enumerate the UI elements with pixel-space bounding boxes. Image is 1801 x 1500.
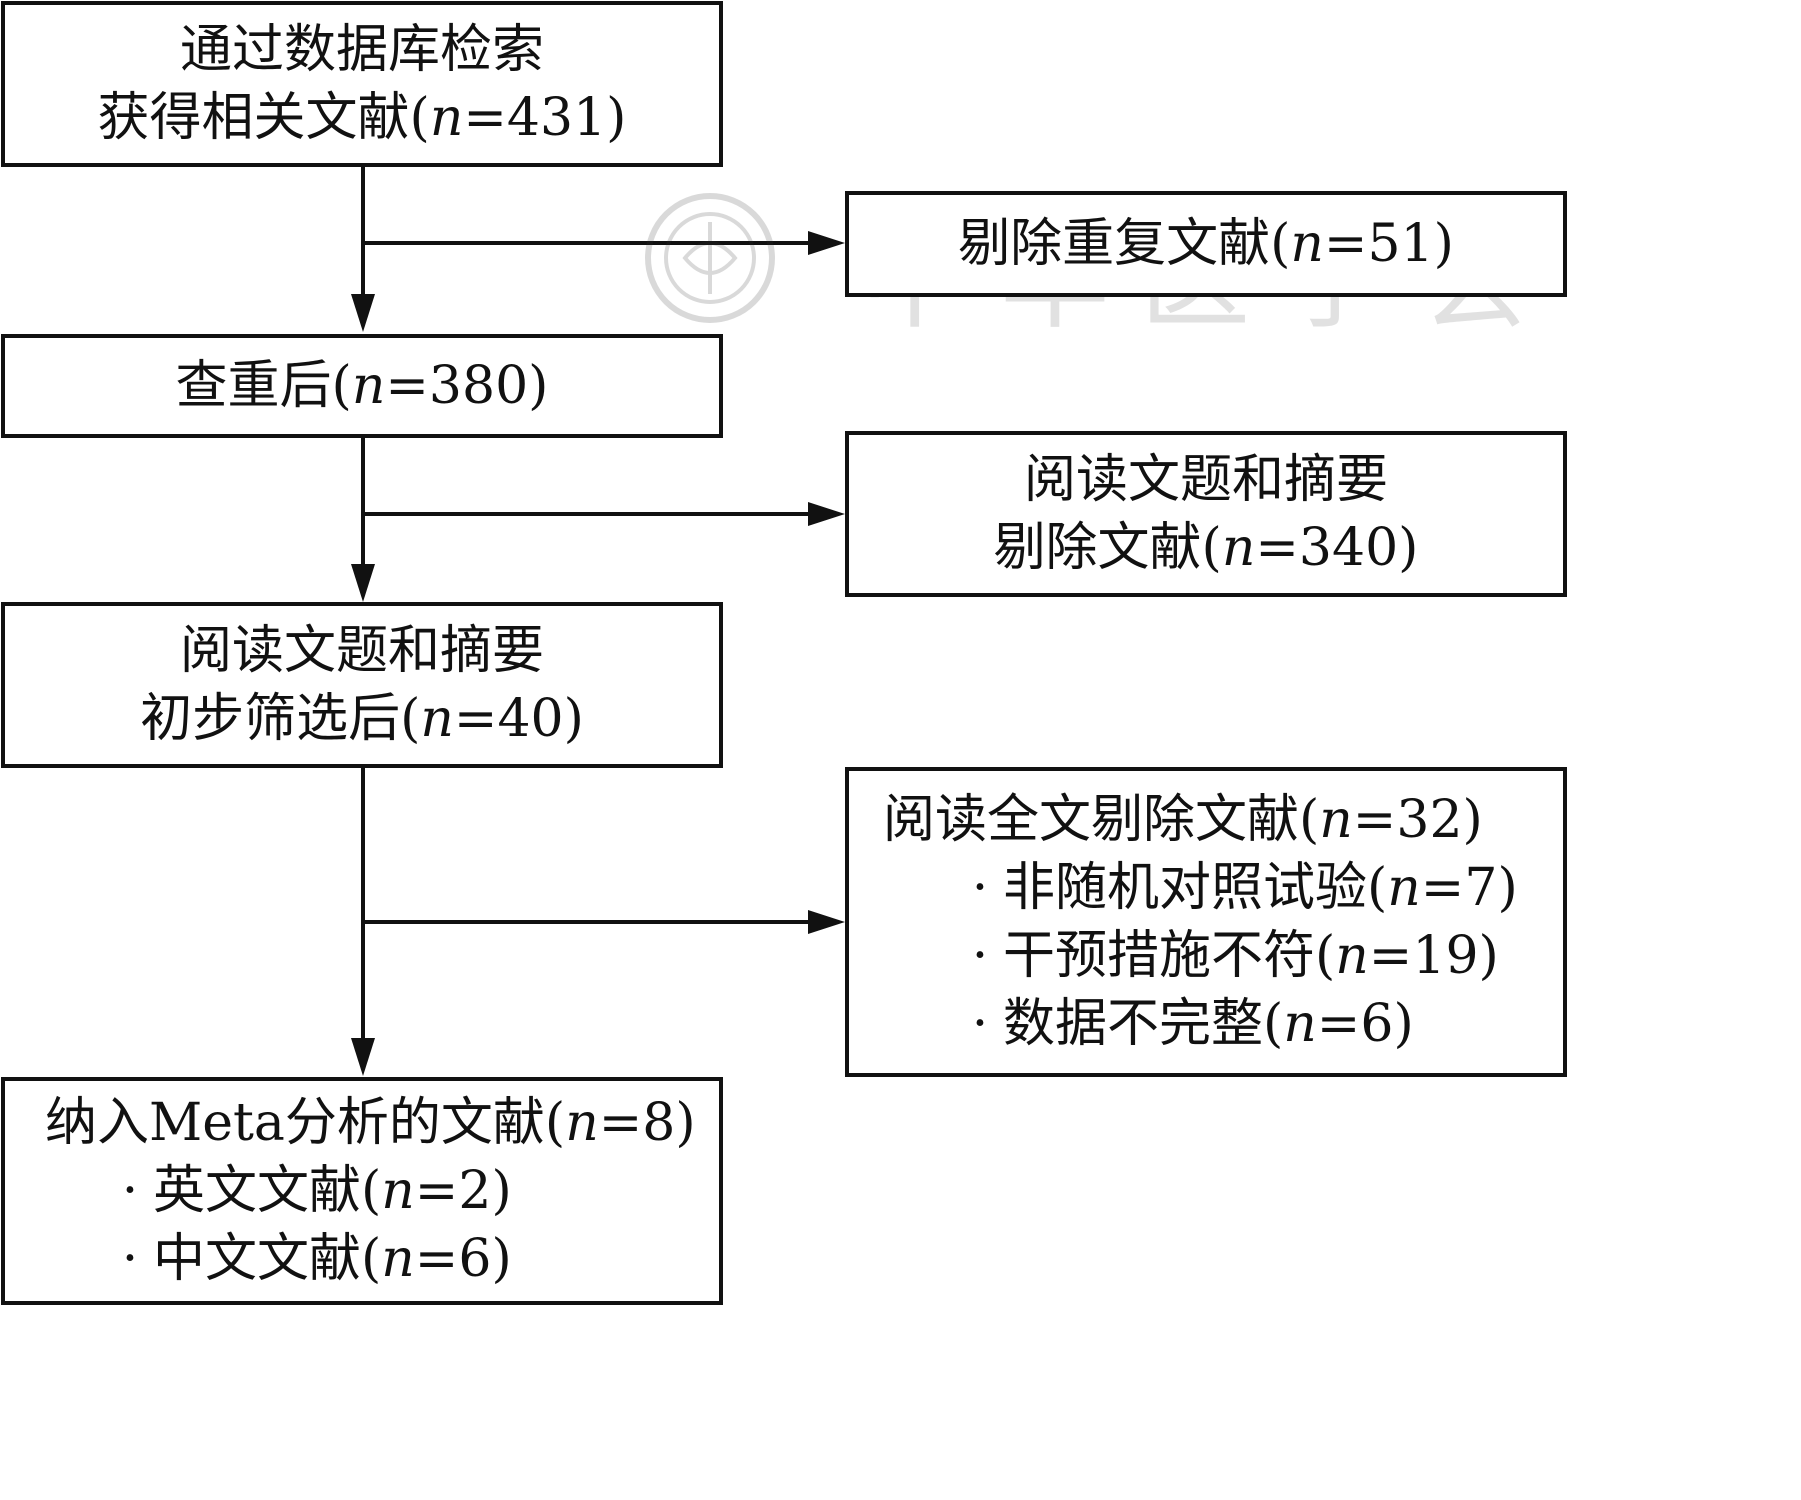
box-included: 纳入Meta分析的文献(n=8) ·英文文献(n=2) ·中文文献(n=6) [1, 1077, 723, 1305]
box-title: 阅读全文剔除文献(n=32) [883, 790, 1483, 850]
list-item: ·数据不完整(n=6) [971, 994, 1414, 1054]
arrowhead-right-2 [808, 502, 845, 526]
box-title: 纳入Meta分析的文献(n=8) [45, 1093, 696, 1153]
box-line: 获得相关文献(n=431) [97, 88, 627, 148]
box-excluded-duplicates: 剔除重复文献(n=51) [845, 191, 1567, 297]
box-line: 通过数据库检索 [179, 20, 544, 80]
box-after-screening: 阅读文题和摘要 初步筛选后(n=40) [1, 602, 723, 768]
flow-connectors [351, 166, 845, 1076]
box-excluded-fulltext: 阅读全文剔除文献(n=32) ·非随机对照试验(n=7) ·干预措施不符(n=1… [845, 767, 1567, 1077]
box-after-dedup: 查重后(n=380) [1, 334, 723, 438]
box-excluded-abstract: 阅读文题和摘要 剔除文献(n=340) [845, 431, 1567, 597]
box-line: 剔除文献(n=340) [993, 518, 1419, 578]
box-line: 剔除重复文献(n=51) [958, 214, 1454, 274]
box-line: 初步筛选后(n=40) [140, 689, 584, 749]
arrowhead-down-1 [351, 294, 375, 332]
arrowhead-right-3 [808, 910, 845, 934]
box-line: 阅读文题和摘要 [179, 621, 544, 681]
box-line: 阅读文题和摘要 [1023, 450, 1388, 510]
arrowhead-down-2 [351, 564, 375, 602]
list-item: ·非随机对照试验(n=7) [971, 858, 1518, 918]
arrowhead-right-1 [808, 231, 845, 255]
box-database-search: 通过数据库检索 获得相关文献(n=431) [1, 1, 723, 167]
list-item: ·中文文献(n=6) [121, 1229, 512, 1289]
arrowhead-down-3 [351, 1038, 375, 1076]
list-item: ·干预措施不符(n=19) [971, 926, 1499, 986]
list-item: ·英文文献(n=2) [121, 1161, 512, 1221]
box-line: 查重后(n=380) [175, 356, 549, 416]
